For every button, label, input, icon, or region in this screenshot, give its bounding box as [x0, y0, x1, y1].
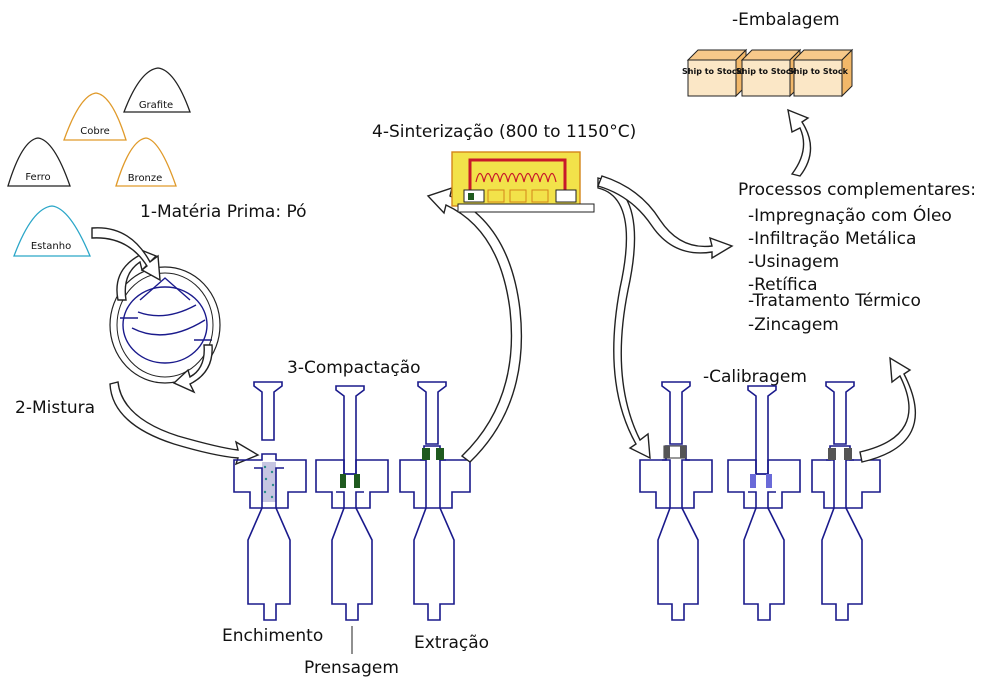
processo-item-5: -Tratamento Térmico: [748, 291, 921, 311]
label-mistura: 2-Mistura: [15, 398, 95, 418]
shipping-box-3: Ship to Stock: [788, 48, 854, 98]
box-label-1: Ship to Stock: [682, 67, 743, 76]
arrow-mixer-to-fill: [109, 381, 260, 466]
label-enchimento: Enchimento: [222, 626, 323, 646]
arrow-mix-rotate-2: [172, 344, 213, 394]
powder-label-estanho: Estanho: [31, 241, 71, 252]
processos-title: Processos complementares:: [738, 180, 976, 200]
label-embalagem: -Embalagem: [732, 10, 840, 30]
die-calib-1: [639, 381, 713, 621]
powder-label-bronze: Bronze: [128, 173, 163, 184]
label-prensagem: Prensagem: [304, 658, 399, 678]
die-calib-2: [727, 385, 801, 621]
arrow-processos-to-embalagem: [787, 108, 812, 177]
die-calib-3: [811, 381, 881, 621]
processo-item-3: -Usinagem: [748, 252, 839, 272]
powder-label-cobre: Cobre: [80, 126, 110, 137]
processo-item-1: -Impregnação com Óleo: [748, 204, 952, 226]
powder-pile-estanho: Estanho: [13, 205, 91, 257]
powder-pile-ferro: Ferro: [7, 137, 71, 187]
box-label-3: Ship to Stock: [788, 67, 849, 76]
arrow-calib-to-processos: [859, 356, 917, 463]
die-prensagem: [315, 385, 389, 621]
processo-item-2: -Infiltração Metálica: [748, 229, 916, 249]
powder-pile-grafite: Grafite: [123, 67, 191, 113]
arrow-furnace-to-processos: [597, 175, 734, 260]
mixer-icon: [109, 266, 221, 384]
powder-label-grafite: Grafite: [139, 100, 173, 111]
box-label-2: Ship to Stock: [736, 67, 797, 76]
arrow-extract-to-furnace: [426, 186, 523, 463]
shipping-boxes: Ship to Stock Ship to Stock Ship to Stoc…: [682, 48, 854, 98]
label-materia-prima: 1-Matéria Prima: Pó: [140, 202, 307, 222]
arrow-powder-to-mixer: [91, 227, 161, 282]
label-calibragem: -Calibragem: [703, 367, 807, 387]
powder-pile-bronze: Bronze: [115, 137, 177, 187]
label-extracao: Extração: [414, 633, 489, 653]
label-compactacao: 3-Compactação: [287, 358, 421, 378]
processo-item-6: -Zincagem: [748, 315, 839, 335]
die-extracao: [399, 381, 471, 621]
die-enchimento: [233, 381, 307, 621]
label-sinterizacao: 4-Sinterização (800 to 1150°C): [372, 122, 636, 142]
powder-label-ferro: Ferro: [25, 172, 50, 183]
arrow-furnace-to-calib: [597, 177, 651, 460]
processo-item-4: -Retífica: [748, 275, 818, 295]
furnace-icon: [451, 151, 595, 213]
powder-pile-cobre: Cobre: [63, 92, 127, 141]
